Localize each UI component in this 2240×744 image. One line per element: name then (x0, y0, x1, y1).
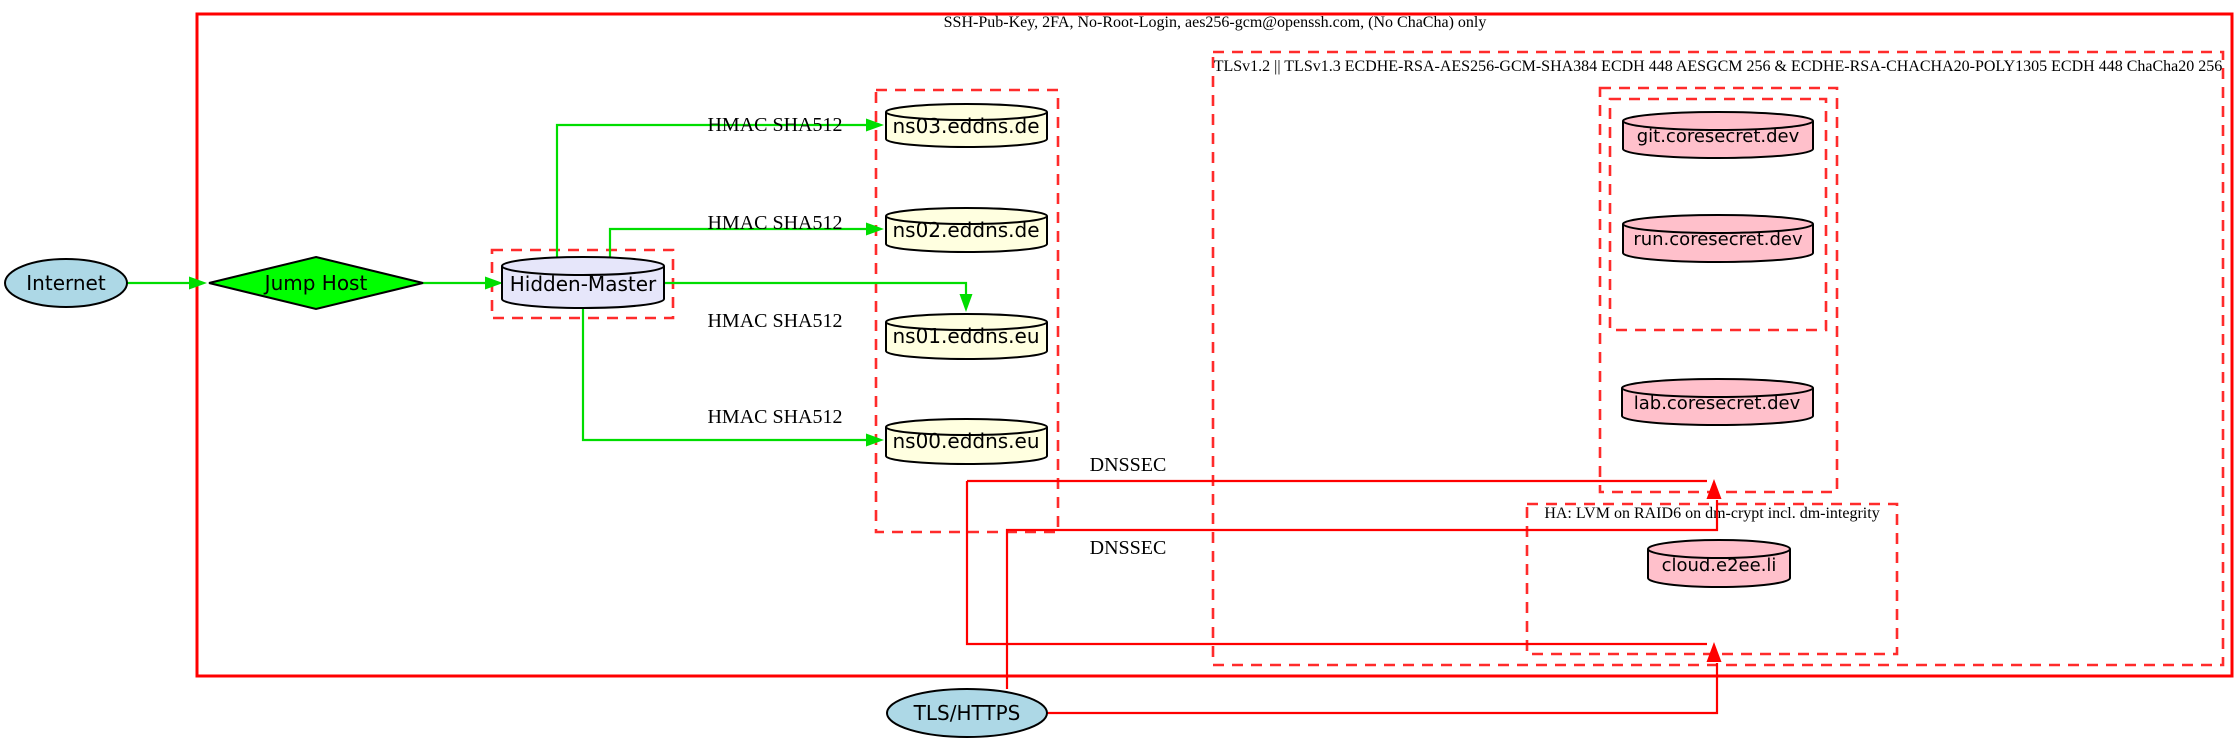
arrowhead-right-icon (866, 222, 884, 236)
edge-label-hmac-ns02: HMAC SHA512 (707, 212, 842, 234)
edge-dnssec-to-coresecret (967, 479, 1722, 499)
node-git-coresecret: git.coresecret.dev (1622, 111, 1814, 159)
arrowhead-right-icon (866, 433, 884, 447)
edge-hiddenmaster-ns01 (664, 281, 973, 312)
ssh-cluster-label: SSH-Pub-Key, 2FA, No-Root-Login, aes256-… (944, 14, 1487, 31)
node-ns00: ns00.eddns.eu (885, 418, 1048, 465)
node-tls-https: TLS/HTTPS (886, 688, 1048, 738)
node-hidden-master-label: Hidden-Master (510, 272, 657, 296)
edge-hiddenmaster-ns03 (555, 118, 884, 260)
edge-dnssec-to-ha (965, 481, 1722, 662)
edge-jumphost-hiddenmaster (423, 276, 503, 290)
ns-cluster-border (874, 88, 1060, 534)
edge-tlshttps-to-ha (1047, 663, 1719, 715)
node-ns01: ns01.eddns.eu (885, 313, 1048, 360)
node-tls-https-label: TLS/HTTPS (913, 701, 1021, 725)
edge-hiddenmaster-ns02 (608, 222, 884, 260)
node-hidden-master: Hidden-Master (501, 256, 665, 309)
edge-label-hmac-ns03: HMAC SHA512 (707, 114, 842, 136)
edge-label-dnssec-1: DNSSEC (1090, 454, 1167, 476)
edge-label-dnssec-2: DNSSEC (1090, 537, 1167, 559)
node-cloud-e2ee: cloud.e2ee.li (1647, 539, 1791, 588)
node-jump-host: Jump Host (208, 255, 424, 311)
coresecret-inner-border (1608, 97, 1828, 332)
cluster-ssh: SSH-Pub-Key, 2FA, No-Root-Login, aes256-… (195, 12, 2234, 678)
node-ns02: ns02.eddns.de (885, 207, 1048, 253)
node-lab-coresecret: lab.coresecret.dev (1621, 378, 1814, 426)
node-internet: Internet (4, 258, 128, 308)
arrowhead-down-icon (959, 294, 973, 312)
node-ns01-label: ns01.eddns.eu (892, 324, 1039, 348)
arrowhead-right-icon (485, 276, 503, 290)
node-ns02-label: ns02.eddns.de (892, 218, 1039, 242)
arrowhead-up-icon (1706, 479, 1722, 499)
node-ns03: ns03.eddns.de (885, 103, 1048, 148)
cluster-coresecret-outer (1598, 86, 1839, 494)
node-ns03-label: ns03.eddns.de (892, 114, 1039, 138)
node-internet-label: Internet (26, 271, 106, 295)
node-git-label: git.coresecret.dev (1637, 126, 1800, 147)
cluster-coresecret-inner (1608, 97, 1828, 332)
edge-hiddenmaster-ns00 (581, 308, 884, 447)
coresecret-outer-border (1598, 86, 1839, 494)
node-jump-host-label: Jump Host (263, 271, 368, 295)
node-run-coresecret: run.coresecret.dev (1622, 214, 1814, 263)
node-ns00-label: ns00.eddns.eu (892, 429, 1039, 453)
edge-tlshttps-to-coresecret (1005, 500, 1719, 689)
node-run-label: run.coresecret.dev (1633, 229, 1803, 250)
edge-label-hmac-ns00: HMAC SHA512 (707, 406, 842, 428)
arrowhead-right-icon (189, 276, 207, 290)
tls-cluster-label: TLSv1.2 || TLSv1.3 ECDHE-RSA-AES256-GCM-… (1214, 58, 2223, 75)
ssh-cluster-border (195, 12, 2234, 678)
edge-internet-jumphost (127, 276, 207, 290)
arrowhead-up-icon (1706, 642, 1722, 662)
node-cloud-label: cloud.e2ee.li (1662, 555, 1777, 576)
arrowhead-right-icon (866, 118, 884, 132)
edge-label-hmac-ns01: HMAC SHA512 (707, 310, 842, 332)
cluster-nameservers (874, 88, 1060, 534)
ha-cluster-label: HA: LVM on RAID6 on dm-crypt incl. dm-in… (1544, 505, 1879, 522)
node-lab-label: lab.coresecret.dev (1634, 393, 1801, 414)
